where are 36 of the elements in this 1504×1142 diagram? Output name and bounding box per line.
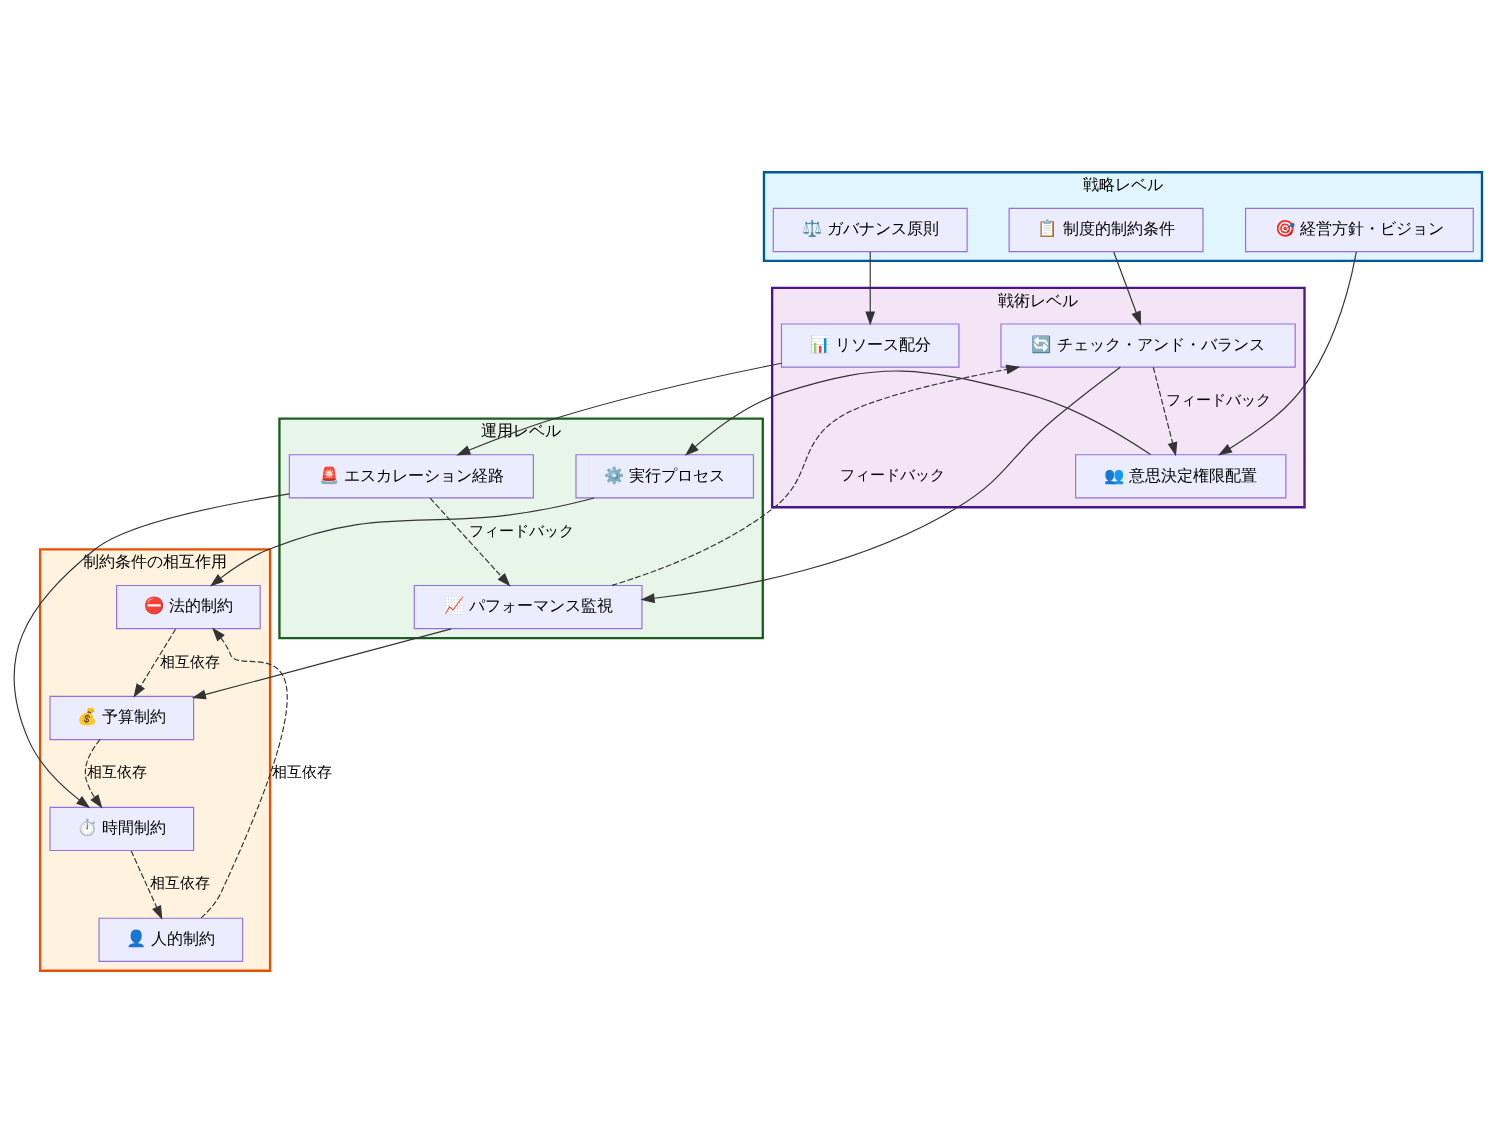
edge-label: フィードバック xyxy=(468,521,574,540)
arrow xyxy=(864,250,875,326)
arrow xyxy=(640,366,1121,603)
node-box: 🎯 経営方針・ビジョン xyxy=(1244,207,1474,252)
arrow xyxy=(13,492,290,808)
arrow xyxy=(84,738,103,808)
node-box: ⚙ 実行プロセス xyxy=(574,453,754,499)
node-box: 👤 人的制約 xyxy=(97,917,243,962)
node-box: 🔄 チェック・アンド・バランス xyxy=(999,322,1296,368)
arrow xyxy=(610,364,1020,586)
node-box: 📈 パフォーマンス監視 xyxy=(413,584,643,629)
edge-label: フィードバック xyxy=(839,465,945,484)
node-box: 📊 リソース配分 xyxy=(780,322,960,368)
edge-label: 相互依存 xyxy=(271,762,332,781)
arrow xyxy=(200,627,287,918)
arrow xyxy=(1112,250,1141,325)
arrow xyxy=(684,369,1151,456)
node-box: 👥 意思決定権限配置 xyxy=(1074,453,1286,499)
edge-label: 相互依存 xyxy=(159,652,220,671)
node-box: ⏱ 時間制約 xyxy=(48,806,194,851)
arrow xyxy=(455,362,782,455)
arrow xyxy=(191,627,452,699)
node-box: 📋 制度的制約条件 xyxy=(1008,207,1204,252)
arrow xyxy=(1217,250,1357,455)
arrow xyxy=(132,628,176,698)
edge-label: 相互依存 xyxy=(149,873,210,892)
arrow xyxy=(209,496,595,586)
node-box: 💰 予算制約 xyxy=(48,695,194,740)
node-box: 🚨 エスカレーション経路 xyxy=(288,453,534,499)
arrow xyxy=(130,849,162,920)
arrow xyxy=(429,497,511,587)
node-box: ⛔ 法的制約 xyxy=(115,584,261,629)
node-box: ⚖ ガバナンス原則 xyxy=(772,207,968,252)
edge-label: 相互依存 xyxy=(86,762,147,781)
edge-label: フィードバック xyxy=(1165,390,1271,409)
arrow xyxy=(1152,366,1177,456)
